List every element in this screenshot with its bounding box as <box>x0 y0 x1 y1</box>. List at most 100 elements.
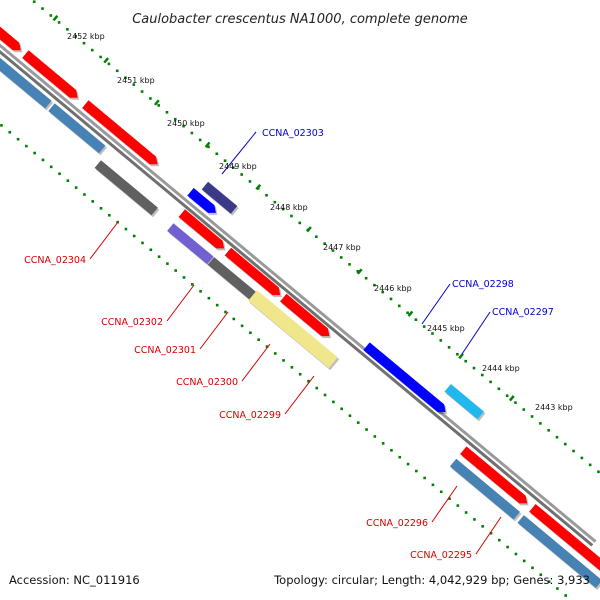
inner-ring-dot <box>257 338 260 341</box>
scale-tick-mark <box>52 14 59 22</box>
inner-ring-dot <box>365 428 368 431</box>
gene-label-leader <box>166 284 195 322</box>
outer-ring-dot <box>99 55 102 59</box>
outer-ring-dot <box>41 7 44 10</box>
gene-feature <box>449 458 520 520</box>
outer-ring-dot <box>522 408 526 411</box>
summary-text: Topology: circular; Length: 4,042,929 bp… <box>274 573 590 587</box>
inner-ring-dot <box>415 469 418 473</box>
outer-ring-dot <box>580 456 584 460</box>
inner-ring-dot <box>149 248 153 252</box>
outer-ring-dot <box>348 263 351 266</box>
scale-tick-label: 2451 kbp <box>117 76 155 85</box>
inner-ring-dot <box>83 193 86 196</box>
gene-label: CCNA_02298 <box>452 279 514 290</box>
inner-ring-dot <box>91 200 95 203</box>
inner-ring-dot <box>224 310 227 314</box>
outer-ring-dot <box>82 41 86 45</box>
outer-ring-dot <box>265 193 268 197</box>
inner-ring-dot <box>49 165 53 169</box>
gene-label: CCNA_02303 <box>262 128 324 139</box>
inner-ring-dot <box>373 435 377 438</box>
inner-ring-dot <box>439 490 443 494</box>
inner-ring-dot <box>431 483 435 487</box>
scale-tick-label: 2443 kbp <box>535 403 573 412</box>
inner-ring-dot <box>514 552 518 556</box>
outer-ring-dot <box>57 21 61 24</box>
inner-ring-dot <box>315 386 319 390</box>
outer-ring-dot <box>414 318 418 321</box>
outer-ring-dot <box>165 110 169 114</box>
outer-ring-dot <box>140 90 144 93</box>
inner-ring-dot <box>249 331 252 335</box>
scale-tick-mark <box>153 99 160 106</box>
outer-ring-dot <box>364 276 368 280</box>
outer-ring-dot <box>339 256 343 259</box>
outer-ring-dot <box>572 449 575 453</box>
scale-tick-mark <box>458 352 464 360</box>
inner-ring-dot <box>240 324 244 328</box>
gene-feature <box>167 223 214 265</box>
outer-ring-dot <box>273 200 277 204</box>
inner-ring-dot <box>132 234 136 238</box>
inner-ring-dot <box>323 393 327 397</box>
gene-feature <box>187 188 216 213</box>
outer-ring-dot <box>290 214 293 218</box>
backbone-inner-line <box>0 49 594 547</box>
inner-ring-dot <box>448 497 451 500</box>
outer-ring-dot <box>91 48 94 52</box>
gene-label: CCNA_02304 <box>24 255 86 266</box>
gene-label: CCNA_02296 <box>366 518 428 529</box>
outer-ring-dot <box>422 325 426 328</box>
inner-ring-dot <box>481 525 485 528</box>
gene-label-leader <box>431 485 458 523</box>
gene-label-leader <box>461 311 491 355</box>
outer-ring-dot <box>32 0 36 3</box>
accession-text: Accession: NC_011916 <box>9 573 140 587</box>
gene-feature <box>82 100 158 165</box>
gene-feature <box>363 342 446 413</box>
outer-ring-dot <box>107 62 111 66</box>
gene-feature <box>207 257 257 300</box>
outer-ring-dot <box>472 366 476 370</box>
inner-ring-dot <box>16 137 20 141</box>
gene-label: CCNA_02301 <box>134 345 196 356</box>
inner-ring-dot <box>390 448 393 452</box>
outer-ring-dot <box>530 415 534 418</box>
gene-feature <box>460 446 528 504</box>
outer-ring-dot <box>49 14 53 17</box>
inner-ring-dot <box>332 400 335 404</box>
outer-ring-dot <box>431 332 434 335</box>
map-title: Caulobacter crescentus NA1000, complete … <box>132 12 468 27</box>
inner-ring-dot <box>473 518 476 521</box>
outer-ring-dot <box>248 180 252 183</box>
inner-ring-dot <box>41 158 45 162</box>
outer-ring-dot <box>215 152 219 156</box>
inner-ring-dot <box>8 130 12 134</box>
scale-tick-mark <box>508 395 515 402</box>
outer-ring-dot <box>389 297 393 301</box>
inner-ring-dot <box>464 511 468 514</box>
inner-ring-dot <box>265 345 269 348</box>
outer-ring-dot <box>182 124 185 128</box>
gene-label-leader <box>241 343 271 382</box>
backbone-outer-line <box>0 43 597 543</box>
gene-label: CCNA_02297 <box>492 307 554 318</box>
outer-ring-dot <box>190 131 194 135</box>
gene-label: CCNA_02300 <box>176 377 238 388</box>
scale-tick-mark <box>407 310 414 317</box>
inner-tick-ring <box>0 124 567 597</box>
outer-ring-dot <box>323 242 326 245</box>
inner-ring-dot <box>406 462 410 466</box>
inner-ring-dot <box>506 545 509 549</box>
gene-feature <box>280 293 330 337</box>
scale-tick-label: 2448 kbp <box>270 203 308 212</box>
gene-feature <box>248 290 338 369</box>
gene-label: CCNA_02295 <box>410 550 472 561</box>
inner-ring-dot <box>539 573 543 577</box>
gene-feature <box>22 50 78 98</box>
inner-ring-dot <box>456 504 460 507</box>
gene-feature <box>0 57 52 109</box>
outer-ring-dot <box>173 117 177 121</box>
